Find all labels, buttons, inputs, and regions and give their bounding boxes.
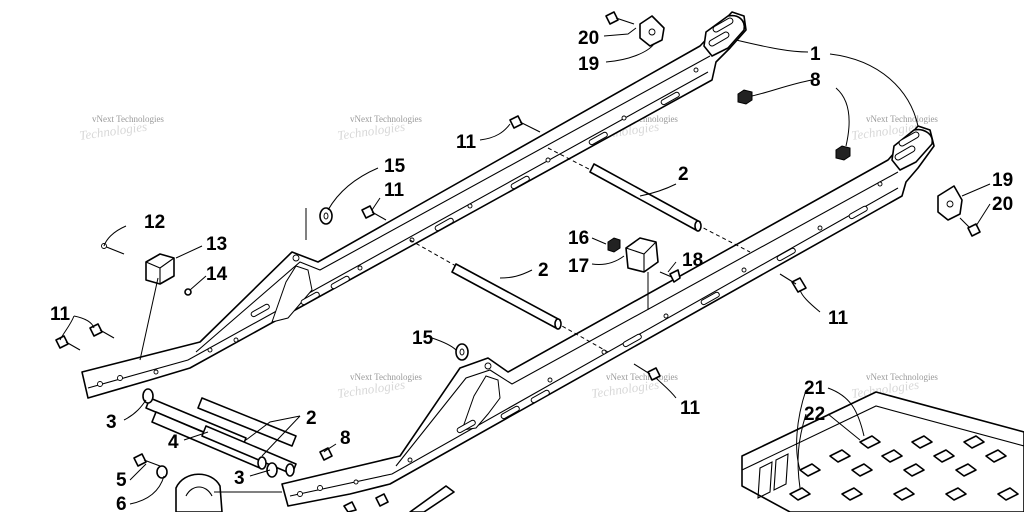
right-slide-rail <box>281 125 935 507</box>
callout-18: 18 <box>682 250 703 271</box>
callout-15-bottom: 15 <box>412 328 434 349</box>
callout-11-left: 11 <box>50 304 71 325</box>
left-slide-rail <box>81 11 747 399</box>
watermark-5: vNext Technologies <box>350 372 422 382</box>
callout-11-top: 11 <box>456 132 477 153</box>
callout-3-left: 3 <box>106 412 117 433</box>
callout-16: 16 <box>568 228 589 249</box>
callout-17: 17 <box>568 256 589 277</box>
callout-11-mid-left: 11 <box>384 180 405 201</box>
callout-20-right: 20 <box>992 194 1013 215</box>
callout-5: 5 <box>116 470 127 491</box>
callout-3-right: 3 <box>234 468 245 489</box>
callout-1: 1 <box>810 44 821 65</box>
callout-20-top: 20 <box>578 28 599 49</box>
callout-12: 12 <box>144 212 165 233</box>
watermark-2: vNext Technologies <box>350 114 422 124</box>
callout-11-right: 11 <box>828 308 849 329</box>
watermark-6: vNext Technologies <box>606 372 678 382</box>
callout-11-bottom: 11 <box>680 398 701 419</box>
callout-15-top: 15 <box>384 156 406 177</box>
leader-lines <box>59 27 991 505</box>
hardware <box>55 11 981 512</box>
callout-2-lower: 2 <box>306 408 317 429</box>
callout-2-middle: 2 <box>538 260 549 281</box>
callout-6: 6 <box>116 494 127 512</box>
watermark-4: vNext Technologies <box>866 114 938 124</box>
callout-labels: 1 2 2 2 3 3 4 5 6 8 8 11 11 11 11 11 12 … <box>50 28 1013 512</box>
watermark-1: vNext Technologies <box>92 114 164 124</box>
callout-13: 13 <box>206 234 227 255</box>
callout-8-bottom: 8 <box>340 428 351 449</box>
cross-shafts <box>145 147 751 477</box>
callout-2-upper: 2 <box>678 164 689 185</box>
callout-21: 21 <box>804 378 826 399</box>
callout-8-top: 8 <box>810 70 821 91</box>
callout-22: 22 <box>804 404 825 425</box>
track <box>741 391 1024 512</box>
callout-19-top: 19 <box>578 54 599 75</box>
watermark-7: vNext Technologies <box>866 372 938 382</box>
callout-4: 4 <box>168 432 179 453</box>
callout-14: 14 <box>206 264 228 285</box>
callout-19-right: 19 <box>992 170 1013 191</box>
